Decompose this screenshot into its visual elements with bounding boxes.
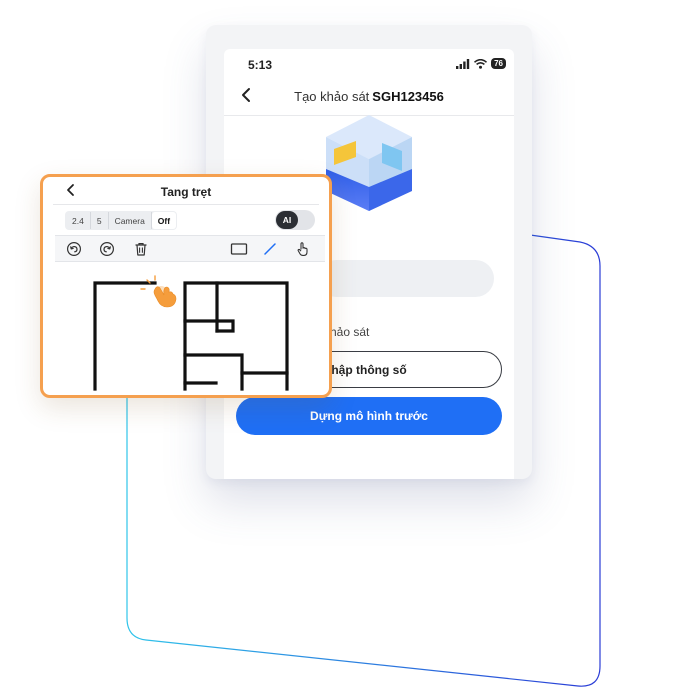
survey-type-label: hảo sát	[330, 325, 370, 339]
build-model-button[interactable]: Dựng mô hình trước	[236, 397, 502, 435]
segment-2-4[interactable]: 2.4	[66, 212, 91, 229]
wifi-icon	[474, 58, 488, 69]
build-model-label: Dựng mô hình trước	[310, 409, 428, 423]
enter-parameters-label: hập thông số	[331, 362, 407, 377]
back-icon[interactable]	[238, 86, 254, 104]
ai-toggle[interactable]: AI	[275, 210, 315, 230]
floor-plan-walls	[93, 281, 289, 391]
trash-icon[interactable]	[133, 241, 149, 257]
survey-name-input[interactable]	[318, 260, 494, 297]
editor-back-icon[interactable]	[65, 183, 77, 197]
rectangle-icon[interactable]	[230, 241, 248, 257]
survey-code: SGH123456	[372, 89, 444, 104]
floor-plan-editor: Tang trẹt 2.4 5 Camera Off AI	[40, 174, 332, 398]
drawing-toolbar	[55, 235, 325, 262]
battery-icon: 76	[491, 58, 506, 69]
editor-divider	[53, 204, 319, 205]
status-time: 5:13	[248, 58, 273, 72]
signal-icon	[456, 58, 470, 69]
cube-illustration-icon	[326, 115, 412, 211]
tap-gesture-icon	[140, 275, 177, 308]
status-icons: 76	[456, 58, 506, 69]
segment-5[interactable]: 5	[91, 212, 109, 229]
hand-pointer-icon[interactable]	[295, 241, 311, 257]
undo-icon[interactable]	[66, 241, 82, 257]
floor-plan-canvas[interactable]	[55, 265, 325, 395]
ai-toggle-knob: AI	[276, 211, 298, 229]
editor-title: Tang trẹt	[160, 185, 212, 199]
segment-off[interactable]: Off	[151, 212, 177, 229]
page-title-prefix: Tạo khảo sát	[294, 89, 370, 104]
segment-camera[interactable]: Camera	[109, 212, 152, 229]
line-icon[interactable]	[262, 241, 278, 257]
redo-icon[interactable]	[99, 241, 115, 257]
mode-segmented-control: 2.4 5 Camera Off	[65, 211, 178, 230]
